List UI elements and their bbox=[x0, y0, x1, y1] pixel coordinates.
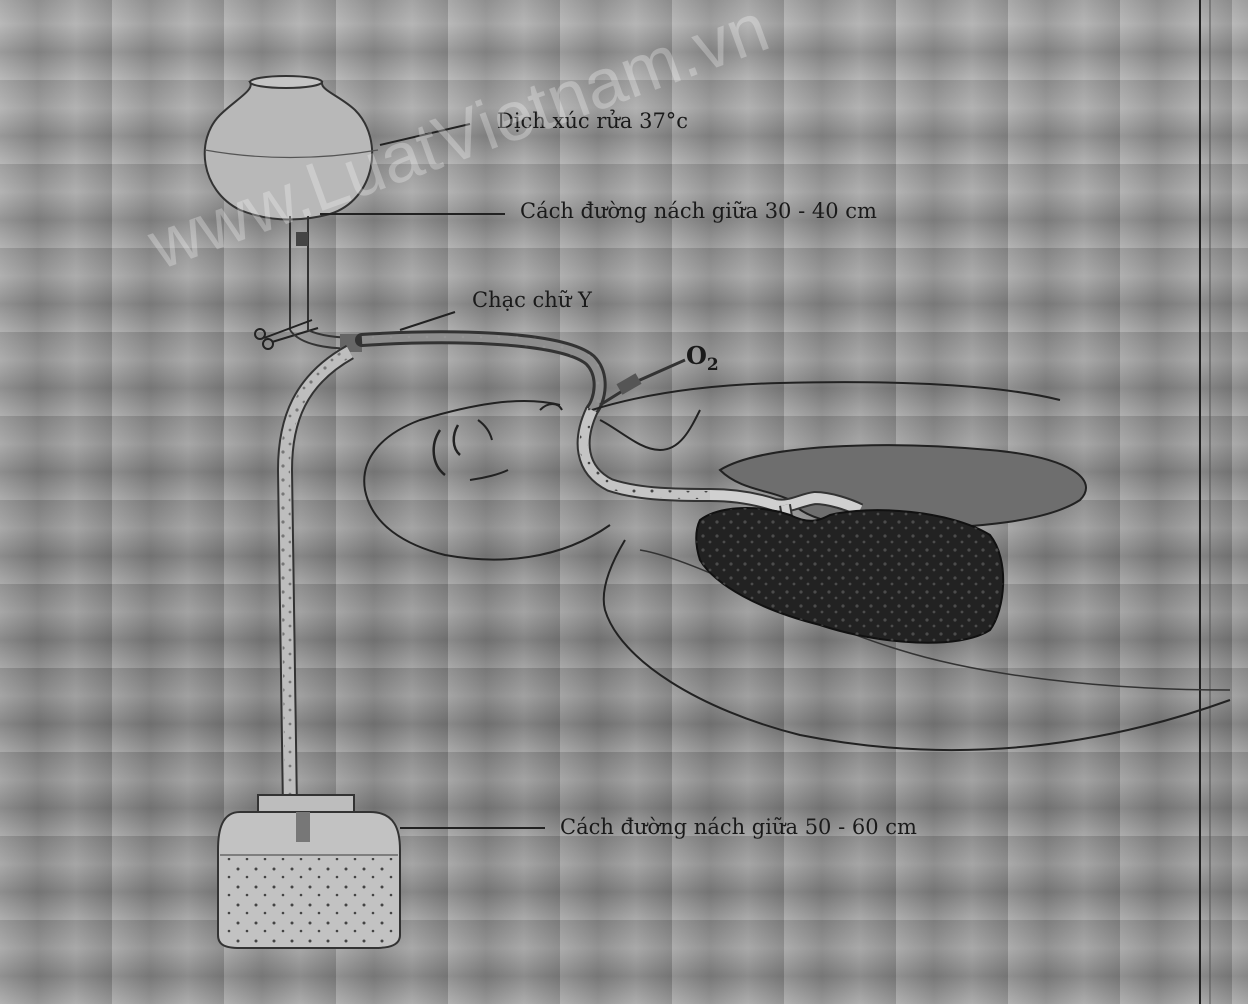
label-y-connector: Chạc chữ Y bbox=[472, 288, 593, 312]
oxygen-line bbox=[600, 360, 685, 405]
label-lower-distance: Cách đường nách giữa 50 - 60 cm bbox=[560, 815, 917, 839]
lower-lung bbox=[696, 508, 1003, 643]
label-oxygen: O2 bbox=[686, 341, 719, 375]
drainage-tube bbox=[285, 352, 350, 810]
label-upper-distance: Cách đường nách giữa 30 - 40 cm bbox=[520, 199, 877, 223]
label-oxygen-main: O bbox=[686, 341, 707, 370]
label-oxygen-sub: 2 bbox=[707, 355, 719, 375]
leader-line-y bbox=[400, 312, 455, 330]
endotracheal-tube bbox=[584, 410, 710, 495]
collection-bottle bbox=[218, 795, 400, 948]
